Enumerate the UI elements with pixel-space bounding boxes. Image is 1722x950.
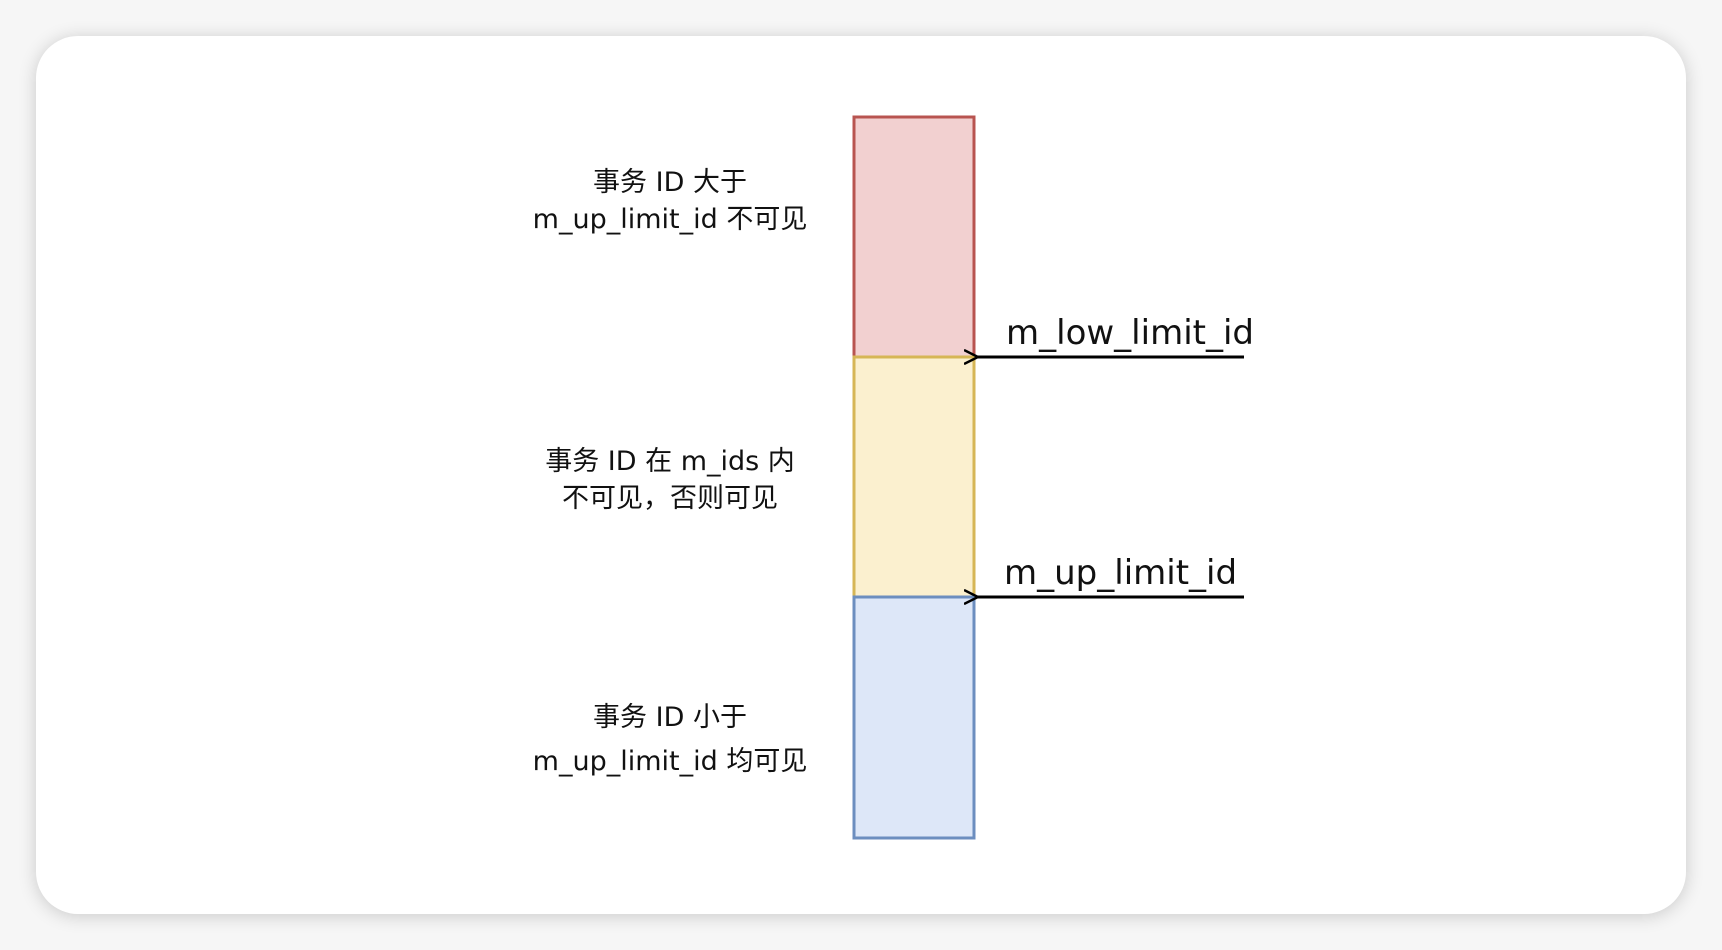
zone-2-label-line2: 不可见，否则可见 xyxy=(562,483,778,514)
zone-1-label-line1: 事务 ID 大于 xyxy=(593,167,747,198)
zone-3-label-line2: m_up_limit_id 均可见 xyxy=(533,746,808,777)
zone-1-label-line2: m_up_limit_id 不可见 xyxy=(533,204,808,235)
zone-above-up-limit xyxy=(852,115,976,359)
zone-3-label-line1: 事务 ID 小于 xyxy=(593,702,747,733)
low-limit-label: m_low_limit_id xyxy=(1006,313,1254,353)
zone-in-m-ids xyxy=(852,355,976,599)
zone-below-up-limit xyxy=(852,595,976,840)
up-limit-label: m_up_limit_id xyxy=(1004,553,1237,593)
zone-2-label-line1: 事务 ID 在 m_ids 内 xyxy=(545,446,795,477)
